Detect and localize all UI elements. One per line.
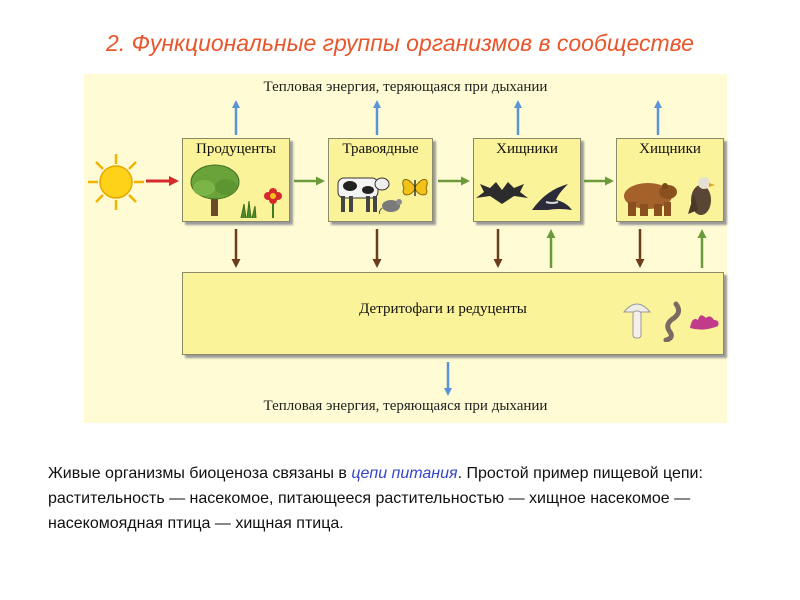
box-producers-label: Продуценты xyxy=(196,141,276,157)
caption-before: Живые организмы биоценоза связаны в xyxy=(48,465,352,482)
cow-icon xyxy=(337,177,390,212)
flower-icon xyxy=(264,188,282,218)
bear-icon xyxy=(624,183,677,216)
box-predators-2-label: Хищники xyxy=(639,141,701,157)
mouse-icon xyxy=(378,199,402,214)
grass-icon xyxy=(240,200,257,218)
sun-icon xyxy=(88,154,144,210)
butterfly-icon xyxy=(402,178,428,196)
heat-loss-bottom-label: Тепловая энергия, теряющаяся при дыхании xyxy=(263,398,548,414)
heat-loss-top-label: Тепловая энергия, теряющаяся при дыхании xyxy=(263,79,548,95)
caption-text: Живые организмы биоценоза связаны в цепи… xyxy=(48,461,768,536)
caption-after: . Простой пример пищевой цепи: раститель… xyxy=(48,465,703,532)
mushroom-icon xyxy=(622,303,652,339)
tree-icon xyxy=(190,164,240,216)
bird-icon xyxy=(532,184,572,210)
slide-title: 2. Функциональные группы организмов в со… xyxy=(106,30,694,56)
food-chain-link[interactable]: цепи питания xyxy=(351,465,458,482)
bat-icon xyxy=(476,182,528,204)
fungi-icon xyxy=(690,315,719,330)
diagram-panel xyxy=(84,74,727,423)
box-predators-1-label: Хищники xyxy=(496,141,558,157)
box-herbivores-label: Травоядные xyxy=(342,141,419,157)
worm-icon xyxy=(663,301,682,342)
eagle-icon xyxy=(688,177,715,215)
box-detritivores-label: Детритофаги и редуценты xyxy=(359,301,527,317)
